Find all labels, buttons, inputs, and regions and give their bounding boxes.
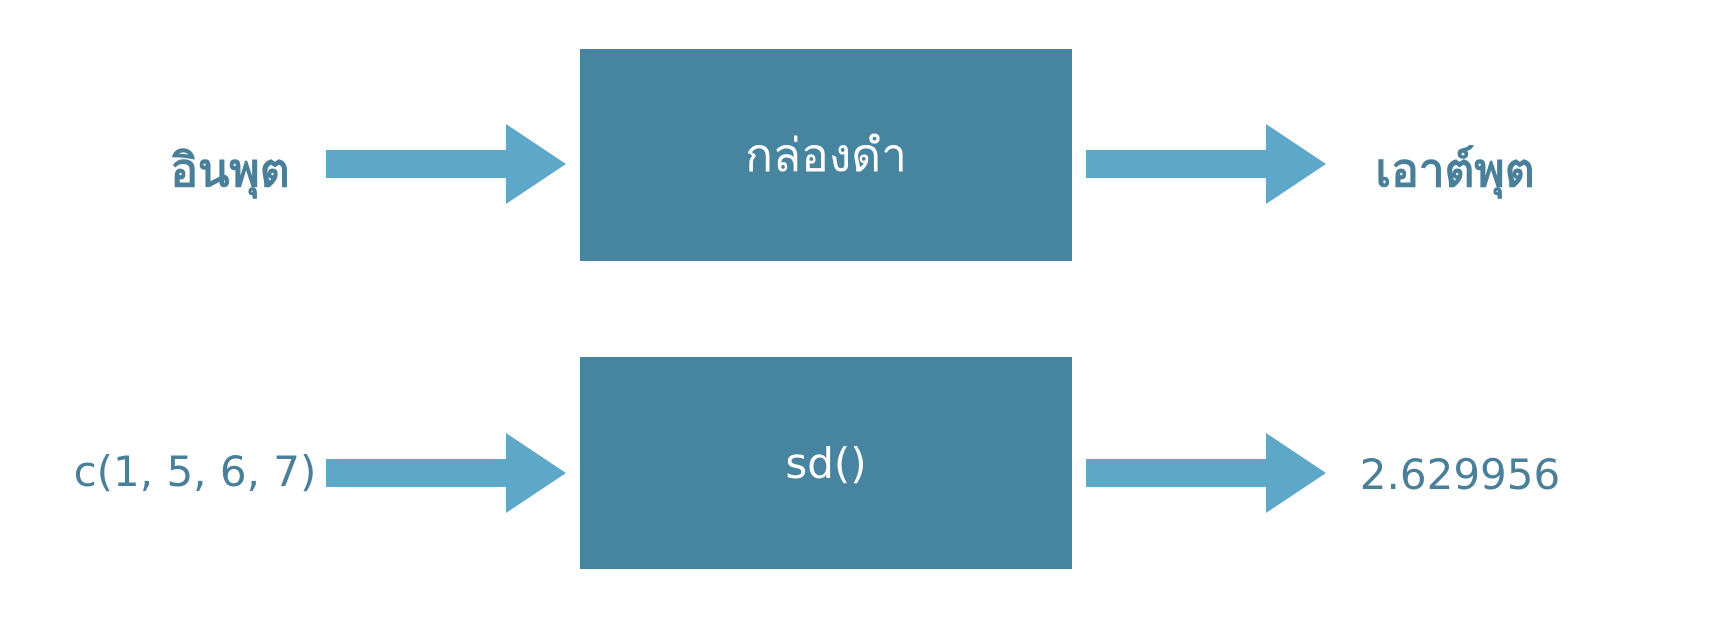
function-label: sd() <box>785 438 867 488</box>
input-arrow-icon <box>326 433 566 513</box>
input-value: c(1, 5, 6, 7) <box>73 447 317 496</box>
black-box-label: กล่องดำ <box>745 127 907 182</box>
black-box: กล่องดำ <box>580 49 1072 261</box>
output-label: เอาต์พุต <box>1375 143 1535 197</box>
output-arrow-icon <box>1086 433 1326 513</box>
function-box: sd() <box>580 357 1072 569</box>
input-label: อินพุต <box>170 143 290 197</box>
input-arrow-icon <box>326 124 566 204</box>
output-value: 2.629956 <box>1359 450 1561 499</box>
output-arrow-icon <box>1086 124 1326 204</box>
